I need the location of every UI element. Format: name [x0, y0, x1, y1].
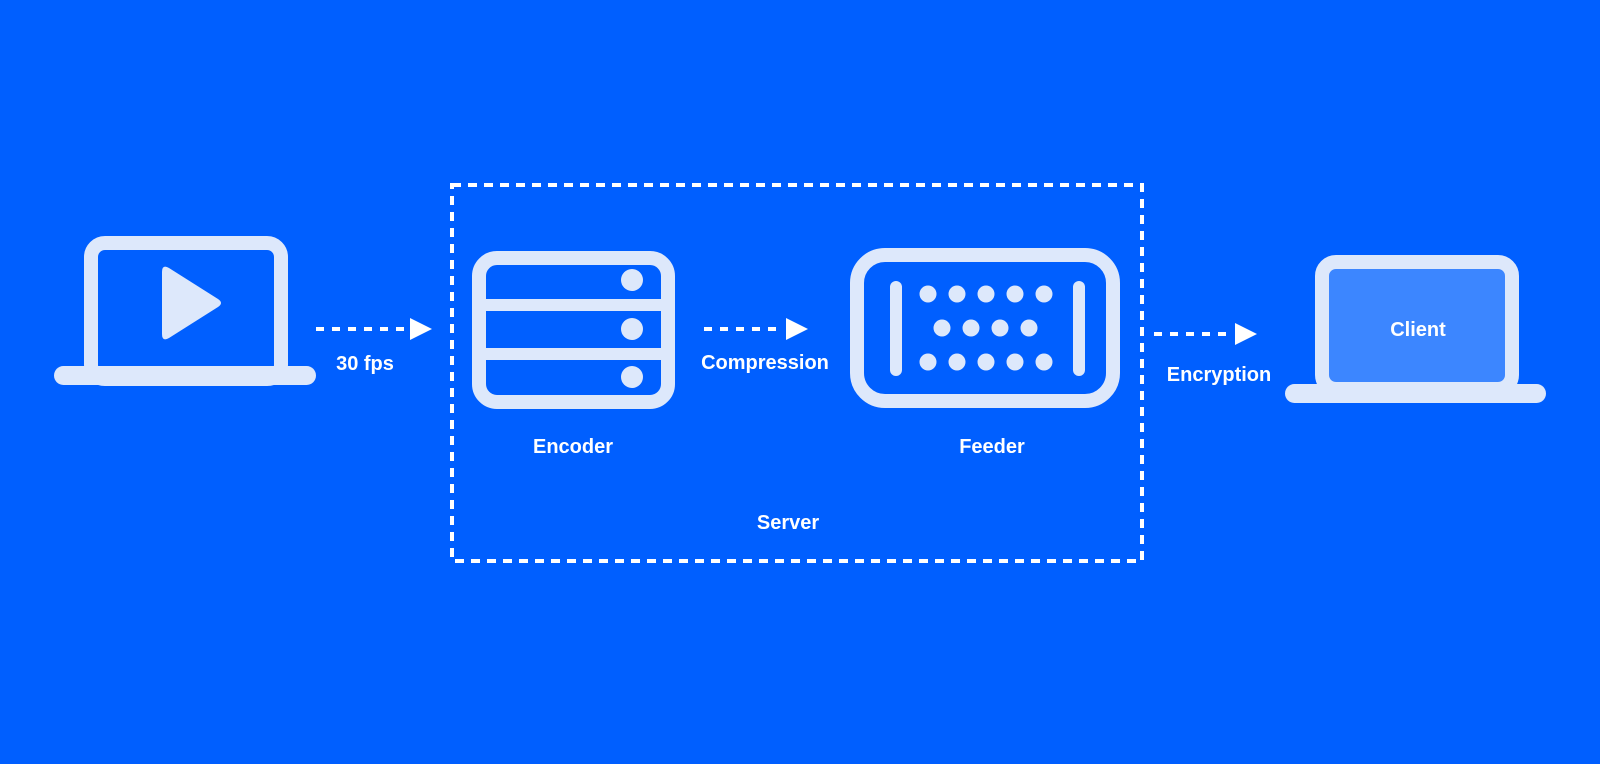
arrow-source-to-encoder [316, 318, 432, 340]
edge-label-30fps: 30 fps [336, 353, 394, 375]
feeder-label: Feeder [959, 436, 1025, 458]
edge-label-compression: Compression [701, 352, 829, 374]
laptop-icon [1285, 255, 1546, 403]
arrow-feeder-to-client [1154, 323, 1257, 345]
server-label: Server [756, 512, 820, 534]
edge-label-encryption: Encryption [1166, 364, 1272, 386]
arrow-encoder-to-feeder [704, 318, 808, 340]
client-label: Client [1390, 319, 1446, 341]
server-container [450, 183, 1144, 563]
encoder-label: Encoder [532, 436, 614, 458]
server-stack-icon [472, 251, 675, 409]
laptop-play-icon [54, 236, 316, 386]
keyboard-feeder-icon [850, 248, 1120, 408]
